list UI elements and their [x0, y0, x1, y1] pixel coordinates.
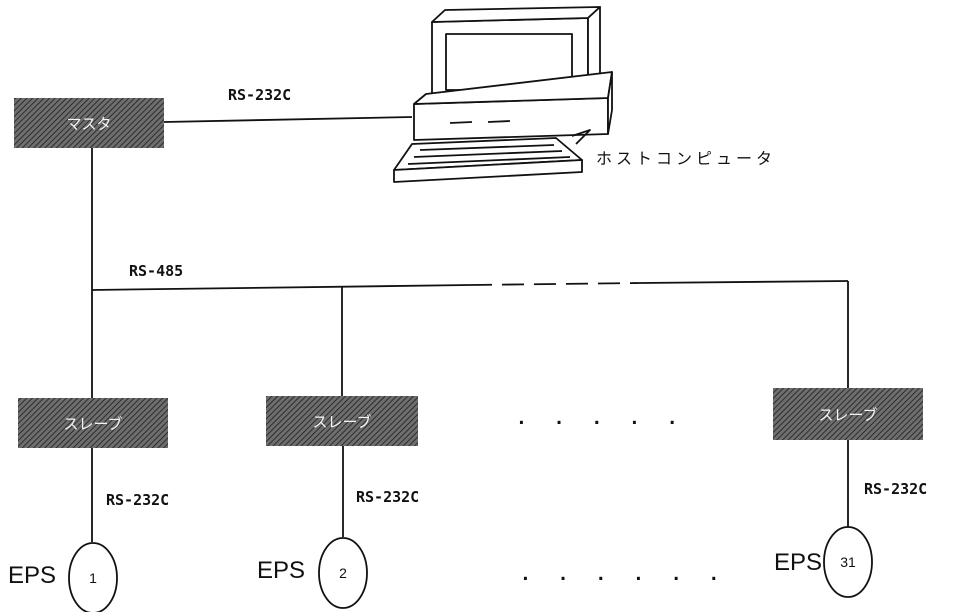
slave-label: スレーブ: [818, 406, 877, 424]
eps-label: EPS: [774, 549, 822, 576]
eps-node-3: EPS 31: [774, 526, 873, 598]
eps-circle: [823, 526, 873, 598]
eps-node-1: EPS 1: [8, 542, 118, 612]
slave-node-1: スレーブ: [18, 398, 168, 448]
master-host-link-label: RS-232C: [228, 86, 291, 104]
eps-number: 2: [339, 565, 347, 581]
slave2-link-label: RS-232C: [356, 488, 419, 506]
master-node: マスタ: [14, 98, 164, 148]
slave-label: スレーブ: [63, 415, 122, 433]
slave-box: [773, 388, 923, 440]
slave1-link-label: RS-232C: [106, 491, 169, 509]
eps-ellipsis: . . . . . .: [520, 564, 727, 585]
bus-line-left: [91, 284, 471, 291]
host-label: ホストコンピュータ: [596, 149, 776, 168]
eps-label: EPS: [257, 557, 305, 584]
bus-link-label: RS-485: [129, 262, 183, 280]
eps-number: 1: [89, 570, 97, 586]
eps-number: 31: [840, 554, 856, 570]
master-box: [14, 98, 164, 148]
bus-line-right: [639, 280, 849, 284]
slave-node-3: スレーブ: [773, 388, 923, 440]
slave-box: [18, 398, 168, 448]
master-label: マスタ: [66, 115, 111, 133]
bus-line-dashed: [469, 282, 641, 286]
host-computer: ホストコンピュータ: [393, 6, 776, 183]
slave-label: スレーブ: [312, 413, 371, 431]
computer-icon: [393, 6, 613, 183]
master-host-line: [163, 116, 413, 123]
slave-box: [266, 396, 418, 446]
slave-ellipsis: . . . . .: [516, 408, 686, 429]
eps-circle: [318, 537, 368, 609]
slave3-link-label: RS-232C: [864, 480, 927, 498]
eps-node-2: EPS 2: [257, 537, 368, 609]
eps-label: EPS: [8, 562, 56, 589]
connection-lines: [91, 116, 849, 542]
slave-node-2: スレーブ: [266, 396, 418, 446]
eps-circle: [68, 542, 118, 612]
